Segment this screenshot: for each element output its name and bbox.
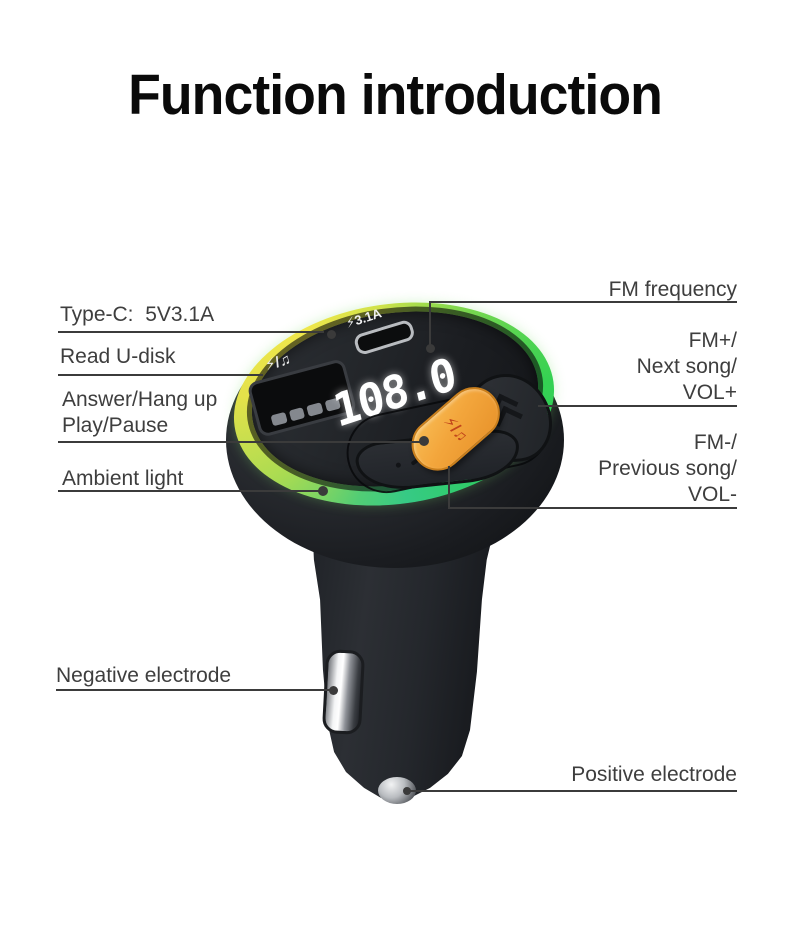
callout-fm-plus-line (538, 405, 737, 407)
page-title: Function introduction (128, 63, 663, 127)
lightning-music-icon: ⚡/♫ (440, 413, 471, 446)
callout-dot-positive-electrode (403, 787, 411, 795)
callout-negative-electrode-label: Negative electrode (56, 664, 232, 687)
callout-dot-answer (419, 436, 429, 446)
callout-dot-ambient-light (318, 486, 328, 496)
callout-fm-minus-label: FM-/Previous song/VOL- (598, 431, 737, 506)
callout-fm-minus-connector (448, 466, 450, 509)
callout-fm-frequency-connector (429, 301, 431, 347)
callout-type-c-label: Type-C: 5V3.1A (60, 303, 215, 326)
callout-type-c-line (58, 331, 324, 333)
callout-dot-type-c (327, 330, 336, 339)
callout-fm-frequency-label: FM frequency (608, 278, 737, 301)
callout-ambient-light-line (58, 490, 323, 492)
callout-fm-plus-label: FM+/Next song/VOL+ (636, 329, 737, 404)
callout-ambient-light-label: Ambient light (62, 467, 184, 490)
callout-read-u-disk-label: Read U-disk (60, 345, 176, 368)
callout-positive-electrode-line (407, 790, 737, 792)
callout-fm-frequency-line (429, 301, 737, 303)
callout-fm-minus-line (448, 507, 737, 509)
callout-read-u-disk-line (58, 374, 263, 376)
callout-negative-electrode-line (56, 689, 332, 691)
callout-answer-line (58, 441, 422, 443)
callout-dot-fm-frequency (426, 344, 435, 353)
callout-dot-negative-electrode (329, 686, 338, 695)
callout-positive-electrode-label: Positive electrode (571, 763, 737, 786)
